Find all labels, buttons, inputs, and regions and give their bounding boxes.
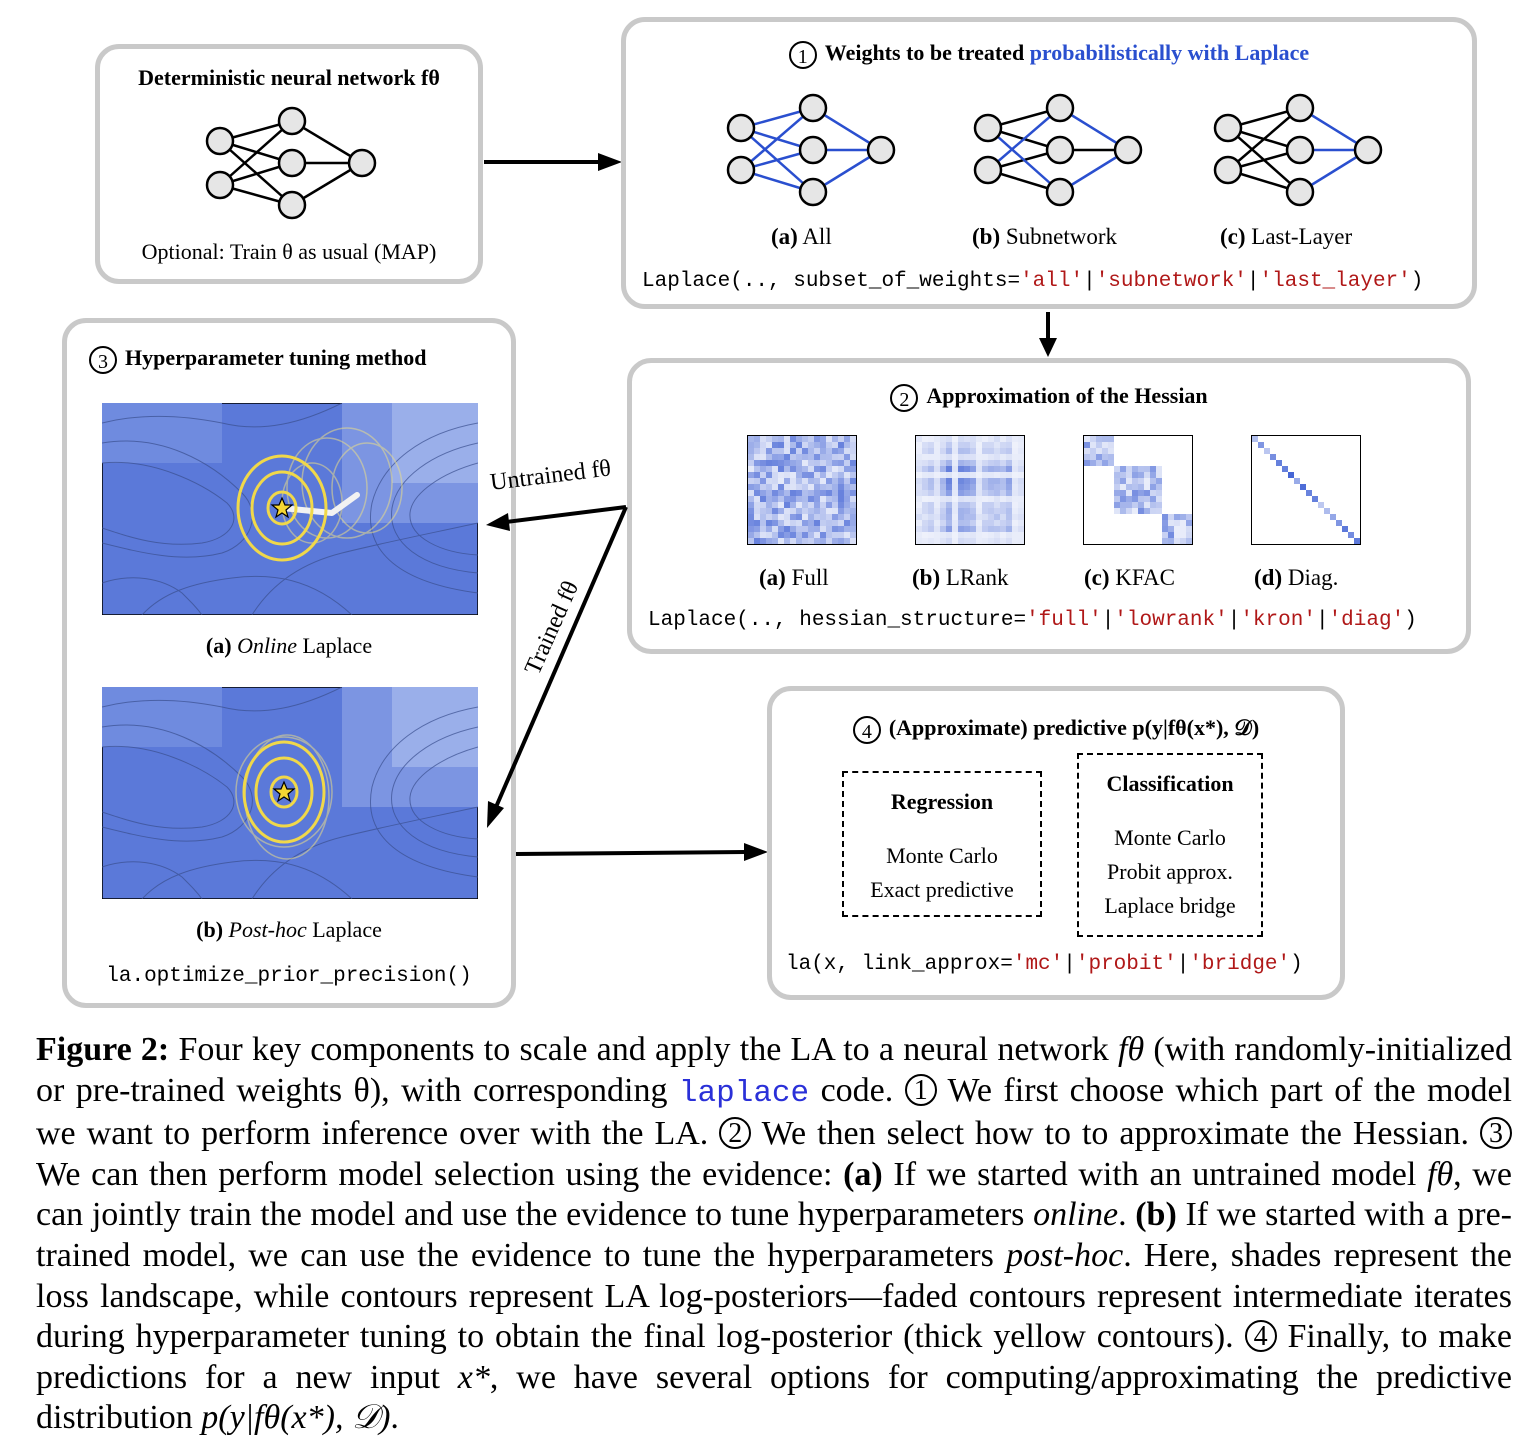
network-all	[726, 93, 896, 207]
panel-footer: Optional: Train θ as usual (MAP)	[141, 239, 437, 264]
step-2-badge: 2	[890, 383, 919, 412]
hessian-kfac-matrix	[1083, 435, 1193, 545]
posthoc-laplace-landscape	[102, 687, 478, 899]
link-approx-code: la(x, link_approx='mc'|'probit'|'bridge'…	[786, 953, 1303, 976]
panel-title: Deterministic neural network fθ	[138, 65, 440, 90]
step-3-badge: 3	[89, 345, 117, 374]
hessian-lowrank-matrix	[915, 435, 1025, 545]
option-subnetwork-label: (b) Subnetwork	[972, 224, 1118, 249]
regression-box: Regression Monte Carlo Exact predictive	[842, 771, 1042, 917]
arrow-to-hessian	[1039, 312, 1057, 357]
online-laplace-landscape	[102, 403, 478, 615]
subset-of-weights-code: Laplace(.., subset_of_weights='all'|'sub…	[642, 270, 1424, 293]
hessian-full-matrix	[747, 435, 857, 545]
predictive-panel: 4(Approximate) predictive p(y|fθ(x*), 𝒟)…	[767, 686, 1345, 1000]
step-4-badge: 4	[852, 715, 881, 744]
option-all-label: (a) All	[771, 224, 832, 249]
option-diag-label: (d) Diag.	[1254, 565, 1339, 590]
arrows-untrained-trained	[486, 505, 628, 828]
arrow-to-weights	[484, 153, 622, 171]
hessian-structure-code: Laplace(.., hessian_structure='full'|'lo…	[648, 609, 1417, 632]
option-kfac-label: (c) KFAC	[1084, 565, 1175, 590]
arrow-to-predictive	[515, 843, 768, 861]
posthoc-laplace-caption: (b) Post-hoc Laplace	[196, 917, 382, 942]
panel4-title: 4(Approximate) predictive p(y|fθ(x*), 𝒟)	[772, 715, 1340, 744]
option-full-label: (a) Full	[759, 565, 829, 590]
online-laplace-caption: (a) Online Laplace	[205, 633, 373, 658]
deterministic-network-panel: Deterministic neural network fθ Optional…	[95, 44, 483, 284]
classification-box: Classification Monte Carlo Probit approx…	[1077, 753, 1263, 937]
option-lrank-label: (b) LRank	[912, 565, 1009, 590]
optimize-prior-code: la.optimize_prior_precision()	[106, 965, 472, 988]
option-last-layer-label: (c) Last-Layer	[1220, 224, 1353, 249]
step-1-badge: 1	[788, 40, 817, 69]
network-last-layer	[1213, 93, 1383, 207]
network-subnetwork	[973, 93, 1143, 207]
neural-network-diagram	[205, 106, 377, 220]
figure-caption: Figure 2: Four key components to scale a…	[36, 1031, 1513, 1437]
hessian-diag-matrix	[1251, 435, 1361, 545]
